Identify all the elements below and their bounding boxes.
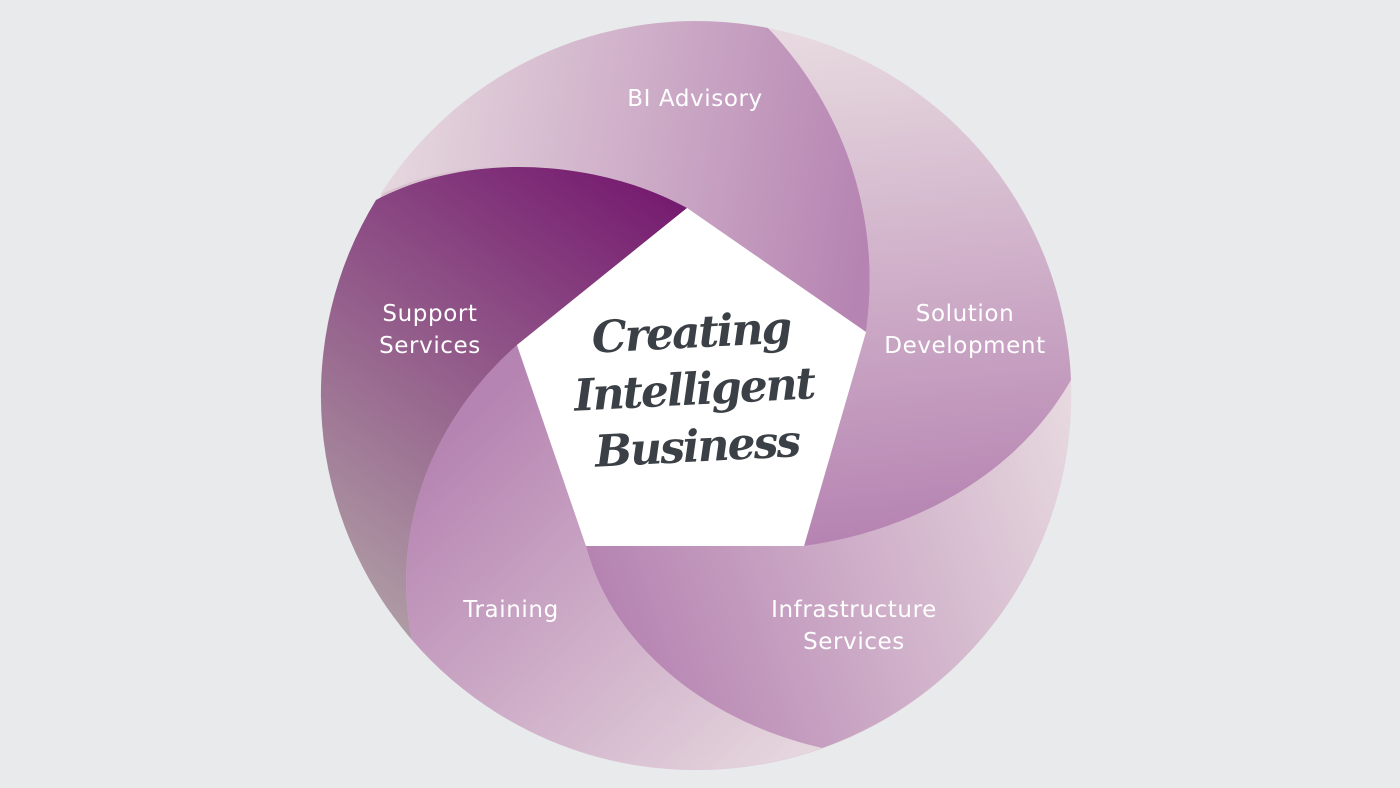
segment-shape-bi-advisory xyxy=(380,21,870,332)
segment-shape-training xyxy=(406,345,822,771)
label-line: Services xyxy=(379,333,481,359)
label-line: Services xyxy=(803,629,905,655)
label-line: Solution xyxy=(915,301,1015,327)
label-training: Training xyxy=(463,594,559,626)
label-line: Development xyxy=(884,333,1046,359)
label-line: Training xyxy=(463,597,559,623)
label-solution-development: Solution Development xyxy=(884,298,1045,362)
center-pentagon xyxy=(517,208,866,546)
label-line: Support xyxy=(382,301,478,327)
label-bi-advisory: BI Advisory xyxy=(627,83,763,115)
segment-shape-solution-development xyxy=(768,28,1071,546)
label-support-services: Support Services xyxy=(379,298,481,362)
label-line: BI Advisory xyxy=(627,86,763,112)
segment-shape-support-services xyxy=(320,166,687,640)
label-infrastructure-services: Infrastructure Services xyxy=(771,594,937,658)
label-line: Infrastructure xyxy=(771,597,937,623)
segment-shape-infrastructure-services xyxy=(586,380,1072,748)
center-title: Creating Intelligent Business xyxy=(570,298,819,481)
